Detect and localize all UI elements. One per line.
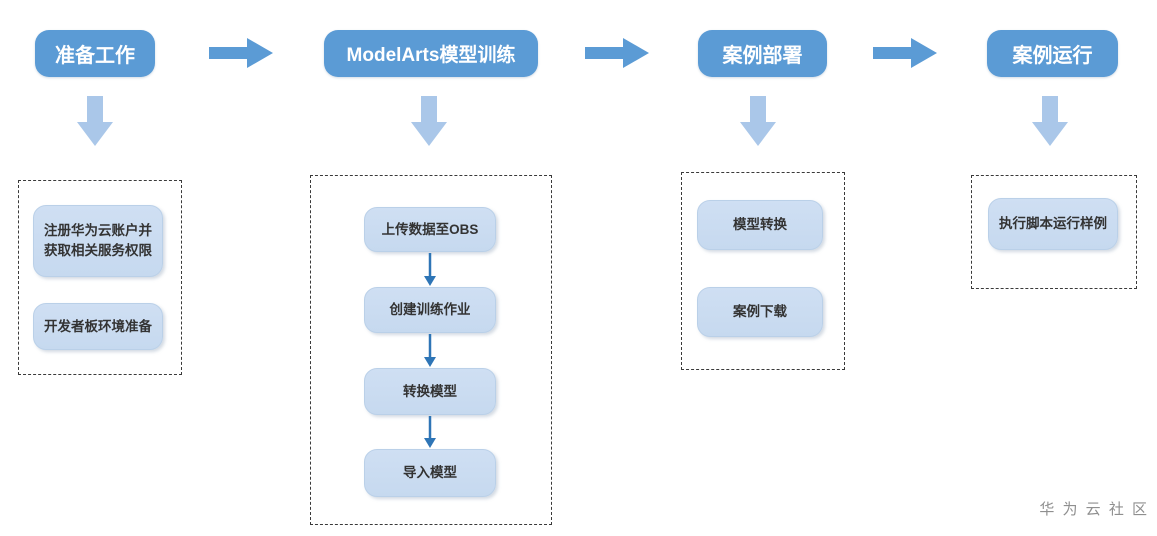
stage-case-running: 案例运行	[987, 30, 1118, 77]
right-arrow-icon	[873, 38, 937, 68]
stage-modelarts-training: ModelArts模型训练	[324, 30, 538, 77]
stage-preparation: 准备工作	[35, 30, 155, 77]
step-box: 创建训练作业	[364, 287, 496, 333]
down-arrow-icon	[77, 96, 113, 146]
step-box: 模型转换	[697, 200, 823, 250]
footer-watermark: 华 为 云 社 区	[1039, 501, 1149, 518]
case-deployment-steps-group	[681, 172, 845, 370]
down-arrow-icon	[411, 96, 447, 146]
down-arrow-icon	[740, 96, 776, 146]
stage-case-deployment: 案例部署	[698, 30, 827, 77]
case-running-steps-group	[971, 175, 1137, 289]
step-connector-arrow-icon	[424, 253, 436, 286]
right-arrow-icon	[585, 38, 649, 68]
step-box: 案例下载	[697, 287, 823, 337]
down-arrow-icon	[1032, 96, 1068, 146]
step-box: 执行脚本运行样例	[988, 198, 1118, 250]
modelarts-training-steps-group	[310, 175, 552, 525]
step-box: 注册华为云账户并获取相关服务权限	[33, 205, 163, 277]
step-box: 导入模型	[364, 449, 496, 497]
preparation-steps-group	[18, 180, 182, 375]
step-box: 开发者板环境准备	[33, 303, 163, 350]
step-connector-arrow-icon	[424, 416, 436, 448]
step-connector-arrow-icon	[424, 334, 436, 367]
right-arrow-icon	[209, 38, 273, 68]
step-box: 转换模型	[364, 368, 496, 415]
step-box: 上传数据至OBS	[364, 207, 496, 252]
